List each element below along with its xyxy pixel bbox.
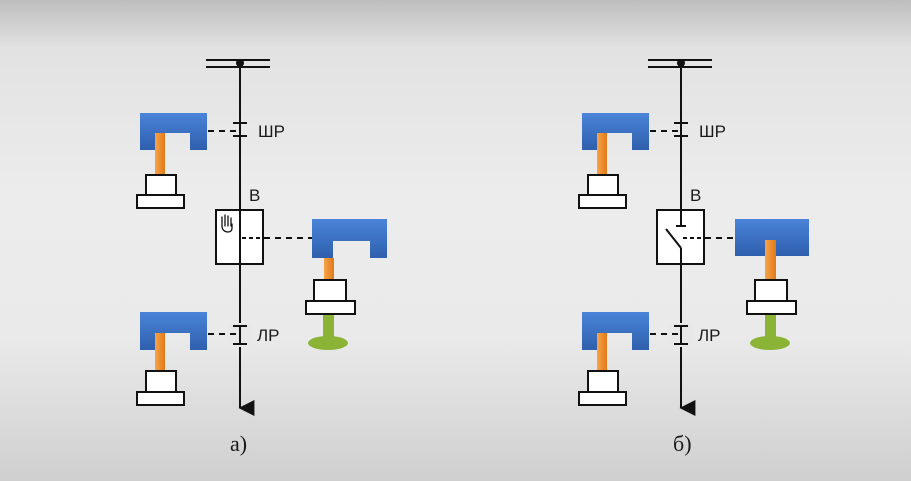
breaker-label-a: В	[249, 186, 260, 205]
busbar-disconnector-label-a: ШР	[258, 122, 285, 141]
actuator-breaker-a	[305, 219, 387, 315]
hand-cursor-icon	[221, 214, 233, 233]
diagram-b: ШР В	[578, 59, 809, 456]
caption-b: б)	[673, 431, 692, 456]
motor-a	[308, 315, 348, 350]
busbar-disconnector-a	[208, 122, 252, 137]
actuator-line-a	[136, 312, 207, 406]
motor-b	[750, 315, 790, 350]
actuator-busbar-b	[578, 113, 649, 209]
line-disconnector-b	[650, 323, 693, 347]
breaker-a	[215, 209, 312, 265]
actuator-line-b	[578, 312, 649, 406]
breaker-label-b: В	[690, 186, 701, 205]
caption-a: а)	[230, 431, 247, 456]
line-disconnector-label-b: ЛР	[698, 326, 721, 345]
breaker-b	[656, 209, 734, 265]
diagram-a: ШР В	[136, 59, 387, 456]
busbar-disconnector-b	[650, 122, 693, 137]
actuator-busbar-a	[136, 113, 207, 209]
busbar-a	[206, 59, 270, 68]
busbar-disconnector-label-b: ШР	[699, 122, 726, 141]
actuator-breaker-b	[735, 219, 809, 315]
line-disconnector-a	[208, 323, 252, 347]
line-disconnector-label-a: ЛР	[257, 326, 280, 345]
